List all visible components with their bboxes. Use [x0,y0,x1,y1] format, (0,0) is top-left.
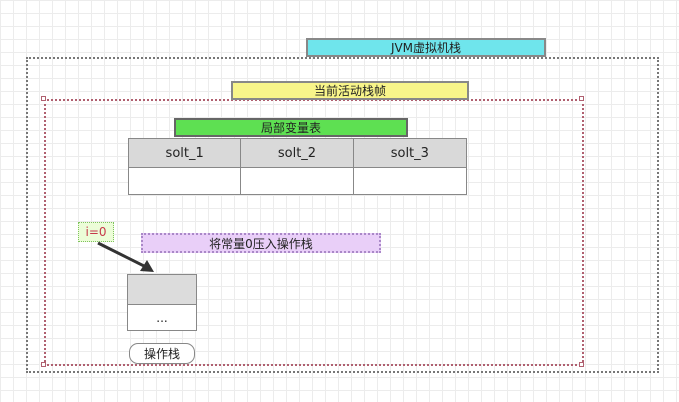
frame-handle-top-left[interactable] [41,96,46,101]
jvm-stack-title[interactable]: JVM虚拟机栈 [306,38,546,57]
frame-handle-bottom-right[interactable] [579,362,584,367]
slot-header-1: solt_1 [129,139,242,168]
operand-stack[interactable]: ... [127,274,197,331]
slot-value-2 [241,168,354,194]
push-arrow-line [97,241,149,270]
jvm-stack-container [26,57,659,373]
operand-stack-label[interactable]: 操作栈 [129,343,195,364]
push-arrow-head [140,260,154,272]
slot-value-1 [129,168,242,194]
frame-handle-top-right[interactable] [579,96,584,101]
variable-i-label[interactable]: i=0 [78,222,114,242]
active-frame-container [44,99,584,366]
frame-handle-bottom-left[interactable] [41,362,46,367]
slot-header-2: solt_2 [241,139,354,168]
operand-stack-ellipsis: ... [156,310,168,325]
active-frame-title[interactable]: 当前活动栈帧 [231,81,469,100]
local-variable-table[interactable]: solt_1 solt_2 solt_3 [128,138,467,195]
operand-stack-top-cell [128,275,196,305]
local-variable-table-title[interactable]: 局部变量表 [174,118,408,137]
slot-header-3: solt_3 [353,139,466,168]
slot-value-3 [353,168,466,194]
instruction-note[interactable]: 将常量0压入操作栈 [141,233,381,253]
